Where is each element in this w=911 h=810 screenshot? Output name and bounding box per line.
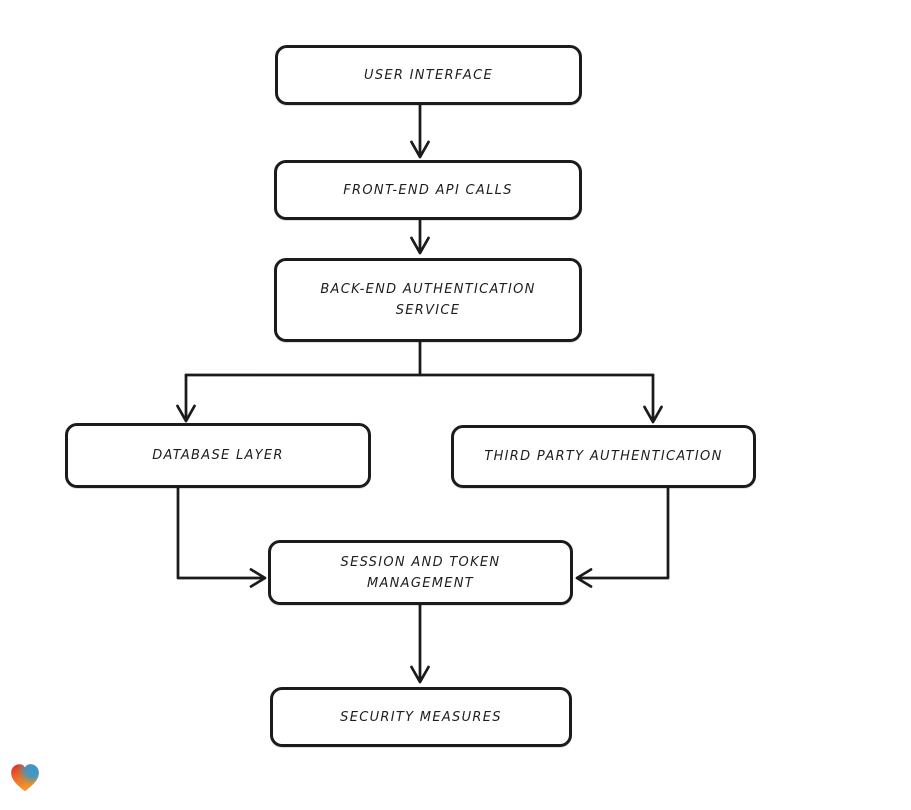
node-label: FRONT-END API CALLS bbox=[343, 182, 513, 198]
node-database-layer[interactable]: DATABASE LAYER bbox=[65, 423, 371, 488]
edge-api-to-auth bbox=[410, 218, 430, 255]
edge-ui-to-api bbox=[410, 102, 430, 159]
node-label: SESSION AND TOKEN MANAGEMENT bbox=[340, 554, 501, 591]
edge-session-to-security bbox=[410, 603, 430, 684]
node-back-end-authentication-service[interactable]: BACK-END AUTHENTICATION SERVICE bbox=[274, 258, 582, 342]
node-label: THIRD PARTY AUTHENTICATION bbox=[484, 449, 723, 464]
heart-icon bbox=[11, 764, 39, 792]
edge-auth-branch bbox=[176, 340, 663, 424]
edge-tp-to-session bbox=[575, 486, 670, 588]
node-label: SECURITY MEASURES bbox=[340, 709, 502, 725]
node-user-interface[interactable]: USER INTERFACE bbox=[275, 45, 582, 105]
edge-db-to-session bbox=[176, 486, 267, 588]
gradient-heart-logo[interactable] bbox=[8, 761, 42, 795]
node-front-end-api-calls[interactable]: FRONT-END API CALLS bbox=[274, 160, 582, 220]
node-label: DATABASE LAYER bbox=[152, 448, 284, 463]
node-label: USER INTERFACE bbox=[364, 67, 493, 83]
node-third-party-authentication[interactable]: THIRD PARTY AUTHENTICATION bbox=[451, 425, 756, 488]
node-security-measures[interactable]: SECURITY MEASURES bbox=[270, 687, 572, 747]
node-session-and-token-management[interactable]: SESSION AND TOKEN MANAGEMENT bbox=[268, 540, 573, 605]
node-label: BACK-END AUTHENTICATION SERVICE bbox=[320, 282, 536, 318]
